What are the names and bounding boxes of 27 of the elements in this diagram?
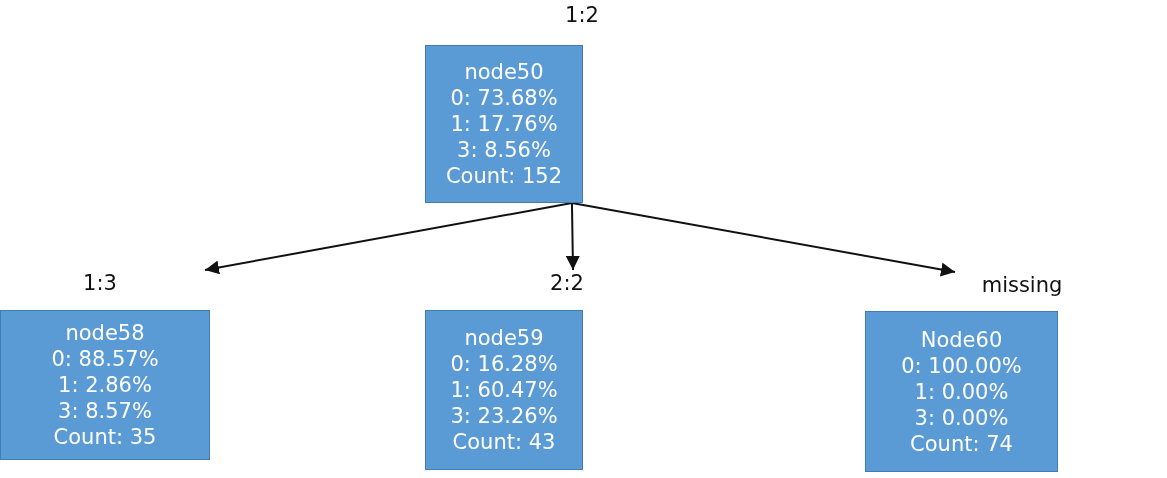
node-name: Node60: [920, 326, 1003, 353]
node-stat: 1: 60.47%: [450, 377, 558, 403]
node-stat: 1: 17.76%: [450, 111, 558, 137]
node-stat: 3: 8.56%: [457, 137, 551, 163]
node-stat: 0: 100.00%: [901, 352, 1022, 379]
node-stat: 3: 23.26%: [450, 403, 558, 429]
arrow: [565, 202, 580, 271]
node-stat: 0: 16.28%: [450, 351, 558, 377]
node-name: node50: [464, 59, 544, 85]
node-stat: Count: 152: [445, 163, 563, 189]
node-stat: 3: 8.57%: [58, 398, 152, 424]
node-stat: 1: 2.86%: [58, 372, 152, 398]
arrow: [204, 202, 573, 275]
node-stat: 3: 0.00%: [914, 404, 1009, 431]
split-label: 1:3: [83, 270, 117, 296]
arrow: [570, 202, 956, 277]
node-name: node58: [65, 320, 145, 346]
node-stat: Count: 74: [910, 430, 1013, 457]
node-stat: 0: 73.68%: [450, 85, 558, 111]
node-stat: 0: 88.57%: [51, 346, 159, 372]
node-name: node59: [464, 325, 544, 351]
node-stat: Count: 43: [452, 429, 556, 455]
split-label: 2:2: [550, 270, 584, 296]
node-stat: Count: 35: [53, 424, 157, 450]
split-label: missing: [981, 272, 1063, 298]
split-label: 1:2: [565, 2, 599, 28]
node-stat: 1: 0.00%: [914, 378, 1009, 405]
